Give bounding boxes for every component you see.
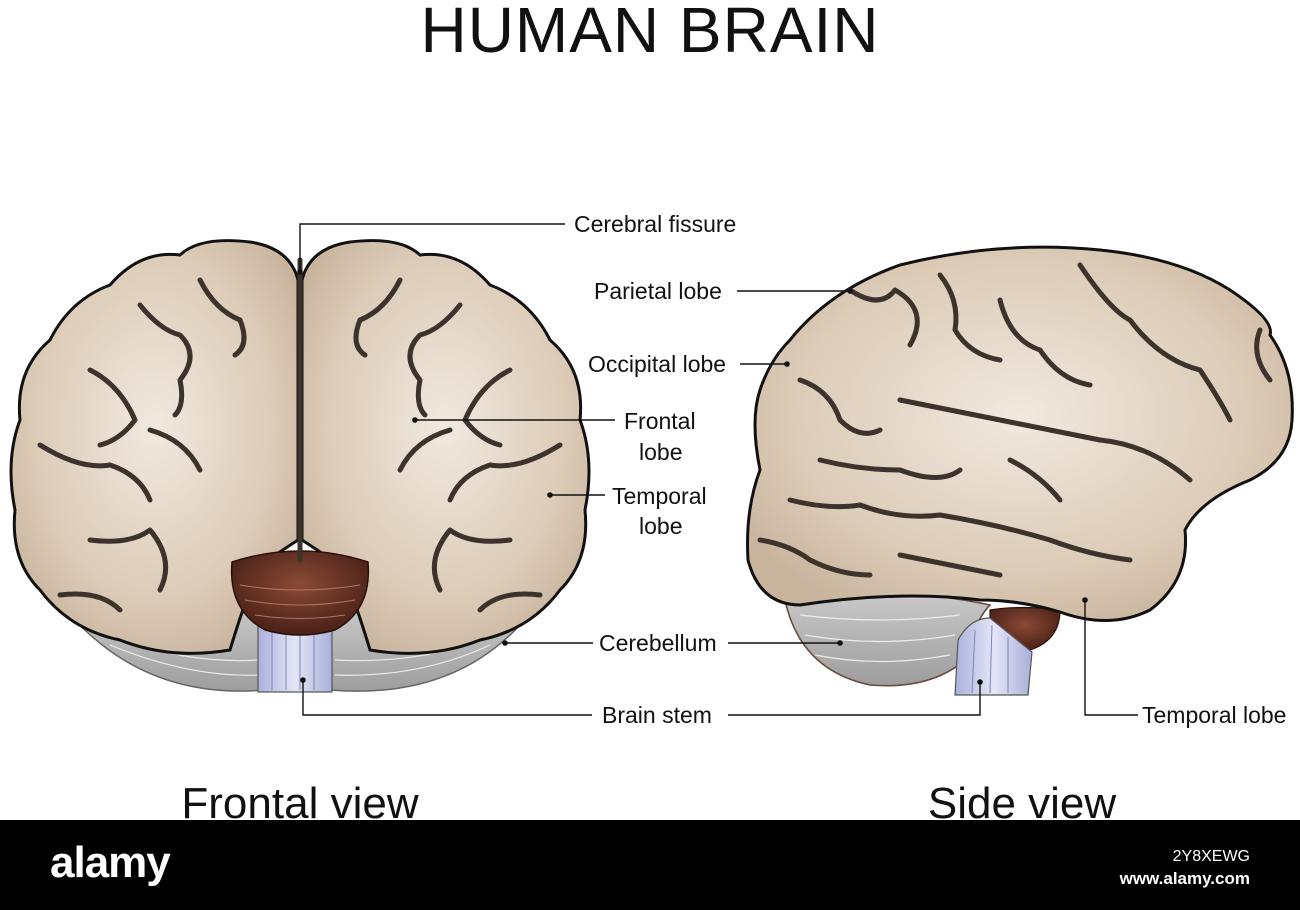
label-brain-stem: Brain stem bbox=[602, 702, 712, 728]
label-temporal-lobe-frontal-line2: lobe bbox=[639, 513, 682, 539]
side-sulci bbox=[757, 262, 1273, 578]
label-cerebral-fissure: Cerebral fissure bbox=[574, 211, 736, 237]
frontal-midbrain-shape bbox=[230, 550, 370, 636]
frontal-view-brain bbox=[9, 239, 591, 693]
frontal-left-hemisphere bbox=[9, 239, 300, 655]
image-reference: 2Y8XEWG www.alamy.com bbox=[1120, 846, 1250, 890]
label-cerebellum: Cerebellum bbox=[599, 630, 717, 656]
leader-lines bbox=[297, 223, 1138, 716]
frontal-brain-stem-stripes bbox=[271, 630, 315, 690]
image-code: 2Y8XEWG bbox=[1172, 848, 1250, 865]
frontal-sulci bbox=[37, 257, 563, 613]
label-frontal-lobe-line1: Frontal bbox=[624, 408, 696, 434]
label-parietal-lobe: Parietal lobe bbox=[594, 278, 722, 304]
site-url: www.alamy.com bbox=[1119, 869, 1250, 888]
frontal-right-hemisphere bbox=[300, 239, 591, 655]
side-view-brain bbox=[746, 245, 1294, 696]
caption-side-view: Side view bbox=[928, 779, 1117, 820]
label-occipital-lobe: Occipital lobe bbox=[588, 351, 726, 377]
brain-diagram: Cerebral fissure Frontal lobe Temporal l… bbox=[9, 211, 1294, 820]
label-frontal-lobe-line2: lobe bbox=[639, 439, 682, 465]
caption-frontal-view: Frontal view bbox=[181, 779, 418, 820]
side-cerebrum bbox=[746, 245, 1294, 622]
diagram-title: HUMAN BRAIN bbox=[420, 0, 880, 66]
alamy-logo: alamy bbox=[50, 838, 171, 887]
label-temporal-lobe-frontal-line1: Temporal bbox=[612, 483, 707, 509]
watermark-footer: alamy 2Y8XEWG www.alamy.com bbox=[0, 820, 1300, 910]
label-temporal-lobe-side: Temporal lobe bbox=[1142, 702, 1286, 728]
